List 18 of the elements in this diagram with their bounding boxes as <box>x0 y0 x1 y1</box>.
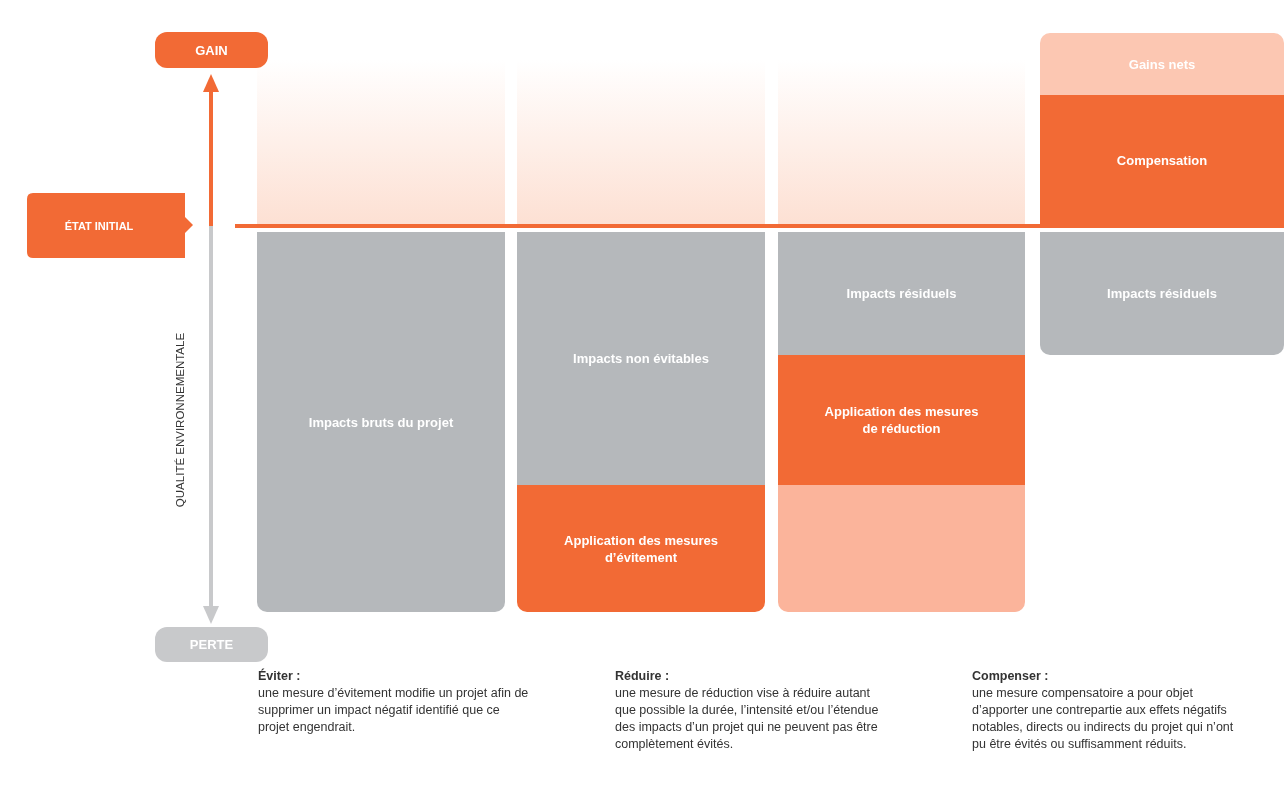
measure-block: Application des mesures d’évitement <box>517 485 765 612</box>
impact-block: Impacts résiduels <box>778 232 1025 355</box>
axis-label: QUALITÉ ENVIRONNEMENTALE <box>173 331 187 510</box>
scale-label: GAIN <box>155 32 268 68</box>
definition-text: une mesure de réduction vise à réduire autant que possible la durée, l’intensité et/ou l’étendue des impacts d’un projet qui ne peuvent pas être complètement évités. <box>615 685 880 753</box>
residual-block <box>778 485 1025 612</box>
section-heading: Réduire : <box>615 668 671 685</box>
definition-text: une mesure d’évitement modifie un projet afin de supprimer un impact négatif identifié que ce projet engendrait. <box>258 685 530 736</box>
measure-block: Compensation <box>1040 95 1284 225</box>
definition-text: une mesure compensatoire a pour objet d’apporter une contrepartie aux effets négatifs notables, directs ou indirects du projet qui n’ont pu être évités ou suffisamment réduits. <box>972 685 1235 753</box>
impact-block: Impacts bruts du projet <box>257 232 505 612</box>
section-heading: Éviter : <box>258 668 302 685</box>
state-tag: ÉTAT INITIAL <box>27 193 193 258</box>
impact-block: Impacts résiduels <box>1040 232 1284 355</box>
measure-block: Application des mesures de réduction <box>778 355 1025 485</box>
gain-block: Gains nets <box>1040 33 1284 95</box>
section-heading: Compenser : <box>972 668 1050 685</box>
impact-block: Impacts non évitables <box>517 232 765 485</box>
